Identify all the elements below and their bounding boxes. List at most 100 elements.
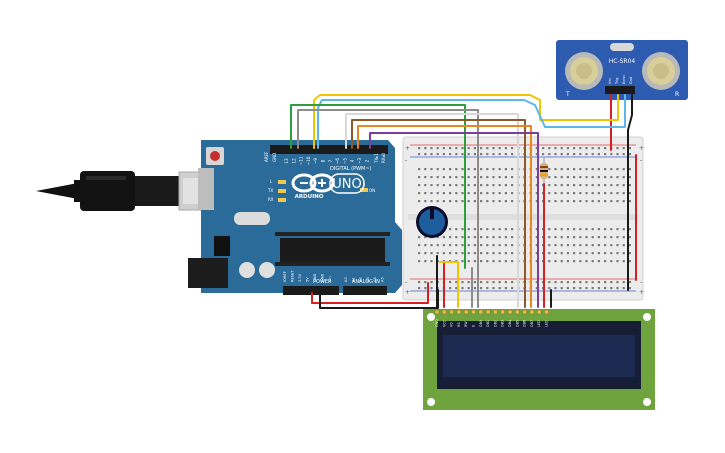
breadboard-hole <box>535 153 538 156</box>
breadboard-hole <box>610 184 613 187</box>
breadboard-hole <box>628 287 631 290</box>
breadboard-hole <box>579 228 582 231</box>
breadboard-hole <box>573 147 576 150</box>
breadboard-hole <box>504 153 507 156</box>
breadboard-hole <box>418 260 421 263</box>
breadboard-hole <box>467 168 470 171</box>
wire-brown <box>351 119 526 308</box>
analog-header <box>343 286 387 295</box>
analog-pin-label: A2 <box>359 277 363 282</box>
breadboard-hole <box>436 184 439 187</box>
breadboard-hole <box>473 281 476 284</box>
breadboard-hole <box>449 192 452 195</box>
breadboard-hole <box>591 236 594 239</box>
breadboard-hole <box>604 260 607 263</box>
breadboard-hole <box>467 192 470 195</box>
rail-plus-mark: + <box>639 145 644 152</box>
breadboard-hole <box>424 184 427 187</box>
gnd-label: GND <box>272 153 277 162</box>
breadboard-hole <box>628 260 631 263</box>
breadboard-hole <box>610 244 613 247</box>
breadboard-hole <box>628 192 631 195</box>
breadboard-hole <box>480 252 483 255</box>
lcd-pin <box>522 309 528 315</box>
breadboard-hole <box>560 252 563 255</box>
breadboard-hole <box>548 147 551 150</box>
breadboard-hole <box>461 228 464 231</box>
breadboard-hole <box>579 184 582 187</box>
breadboard-hole <box>461 260 464 263</box>
breadboard-hole <box>622 244 625 247</box>
breadboard-hole <box>616 244 619 247</box>
breadboard-hole <box>554 153 557 156</box>
breadboard-hole <box>573 200 576 203</box>
breadboard-hole <box>535 176 538 179</box>
breadboard-hole <box>473 287 476 290</box>
breadboard-hole <box>461 147 464 150</box>
breadboard-hole <box>548 252 551 255</box>
breadboard-hole <box>579 287 582 290</box>
breadboard-hole <box>573 287 576 290</box>
breadboard-hole <box>436 153 439 156</box>
breadboard-hole <box>579 147 582 150</box>
atmega-chip <box>280 238 385 262</box>
breadboard-hole <box>473 244 476 247</box>
breadboard-hole <box>418 281 421 284</box>
breadboard-hole <box>597 168 600 171</box>
breadboard-hole <box>504 200 507 203</box>
breadboard-hole <box>504 244 507 247</box>
breadboard-hole <box>566 287 569 290</box>
breadboard-hole <box>535 244 538 247</box>
breadboard-hole <box>511 236 514 239</box>
breadboard-hole <box>430 192 433 195</box>
breadboard-hole <box>548 168 551 171</box>
breadboard-hole <box>560 228 563 231</box>
breadboard-hole <box>566 244 569 247</box>
rail-minus-mark: - <box>640 157 642 164</box>
digital-pin-label: ~3 <box>357 158 362 165</box>
breadboard-hole <box>535 281 538 284</box>
wire-purple <box>369 132 539 308</box>
breadboard-hole <box>467 281 470 284</box>
breadboard-hole <box>622 252 625 255</box>
breadboard-hole <box>473 153 476 156</box>
breadboard-hole <box>436 192 439 195</box>
breadboard-hole <box>610 228 613 231</box>
breadboard-hole <box>554 176 557 179</box>
breadboard-hole <box>418 184 421 187</box>
breadboard-hole <box>418 147 421 150</box>
lcd-pin-label: DB1 <box>486 320 490 327</box>
breadboard-hole <box>430 200 433 203</box>
breadboard-hole <box>436 168 439 171</box>
breadboard-hole <box>498 228 501 231</box>
breadboard-hole <box>430 244 433 247</box>
wire-gray <box>297 109 479 308</box>
arduino-brand: ARDUINO <box>295 194 324 200</box>
rail-plus-mark: + <box>405 145 410 152</box>
breadboard-hole <box>449 228 452 231</box>
breadboard-hole <box>455 200 458 203</box>
breadboard-hole <box>461 176 464 179</box>
breadboard-hole <box>511 228 514 231</box>
breadboard-hole <box>573 192 576 195</box>
breadboard-hole <box>480 287 483 290</box>
usb-cable <box>36 171 210 211</box>
breadboard-hole <box>548 176 551 179</box>
lcd-pin-label: V0 <box>450 323 454 327</box>
aref-label: AREF <box>264 151 269 162</box>
breadboard-hole <box>548 281 551 284</box>
breadboard-hole <box>548 153 551 156</box>
breadboard-hole <box>424 192 427 195</box>
breadboard-hole <box>610 192 613 195</box>
breadboard-hole <box>480 260 483 263</box>
breadboard-hole <box>504 176 507 179</box>
breadboard-hole <box>418 236 421 239</box>
breadboard-hole <box>573 281 576 284</box>
digital-pin-label: ~5 <box>342 158 347 165</box>
breadboard-hole <box>579 236 582 239</box>
breadboard-hole <box>535 200 538 203</box>
breadboard-hole <box>473 200 476 203</box>
breadboard-hole <box>442 184 445 187</box>
